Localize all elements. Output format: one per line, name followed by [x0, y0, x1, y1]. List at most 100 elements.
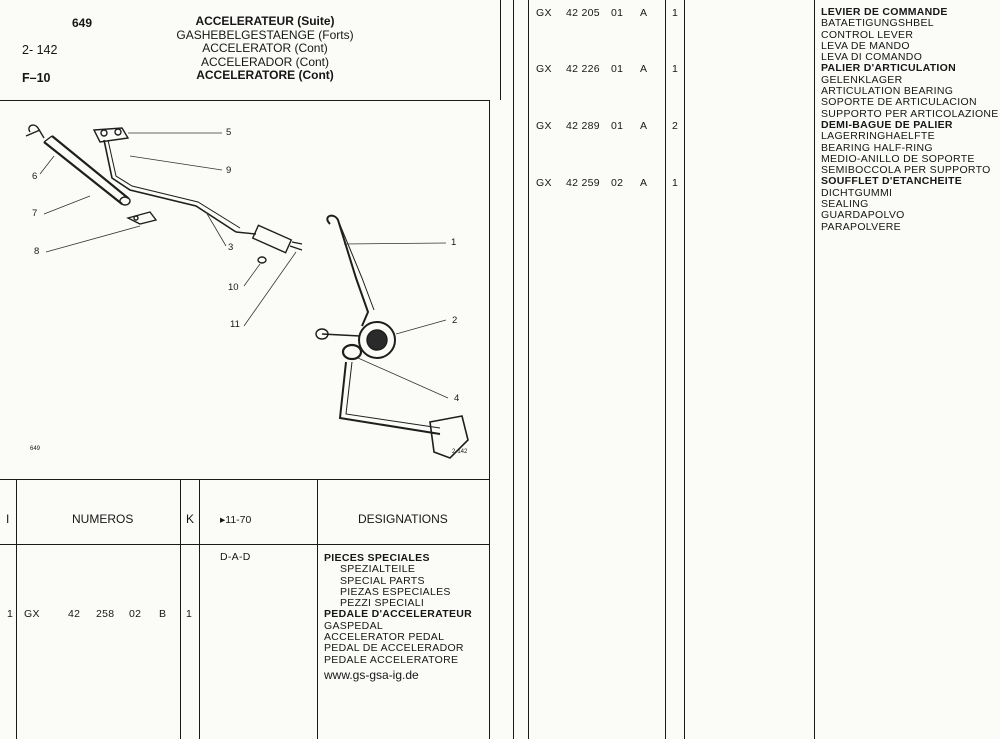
part-3-cylinder	[251, 224, 293, 254]
diagram-ref-left: 649	[30, 446, 41, 452]
part-qty: 1	[672, 63, 679, 75]
part-letter: A	[640, 63, 648, 75]
part-10-pin	[257, 256, 267, 264]
callout-8: 8	[34, 246, 40, 257]
special-parts-es: PIEZAS ESPECIALES	[340, 585, 451, 598]
desig-line: MEDIO-ANILLO DE SOPORTE	[821, 152, 975, 165]
designation-it: PEDALE ACCELERATORE	[324, 653, 459, 666]
special-parts-fr: PIECES SPECIALES	[324, 552, 430, 564]
diagram-ref-right: 2-142	[452, 449, 468, 455]
part-prefix: GX	[536, 7, 552, 19]
row-number-3: 02	[129, 608, 142, 620]
part-prefix: GX	[536, 177, 552, 189]
part-7-tube	[43, 135, 129, 205]
part-1-lever	[326, 214, 370, 327]
part-qty: 2	[672, 120, 679, 132]
col-header-k: K	[186, 512, 195, 526]
part-suffix: 02	[611, 177, 624, 189]
part-letter: A	[640, 177, 648, 189]
part-6-spring-hook	[28, 124, 45, 139]
title-de: GASHEBELGESTAENGE (Forts)	[176, 27, 354, 42]
part-suffix: 01	[611, 63, 624, 75]
part-number: 42 289	[566, 120, 600, 132]
callout-10: 10	[228, 282, 239, 293]
special-parts-it: PEZZI SPECIALI	[340, 597, 425, 610]
desig-line: SEMIBOCCOLA PER SUPPORTO	[821, 164, 991, 177]
special-parts-block: PIECES SPECIALES SPEZIALTEILE SPECIAL PA…	[324, 552, 473, 682]
desig-line: LEVA DI COMANDO	[821, 51, 923, 64]
desig-line: ARTICULATION BEARING	[821, 85, 954, 98]
part-9-rod	[103, 139, 237, 233]
desig-line: PARAPOLVERE	[821, 220, 901, 233]
ref-code-2: F–10	[22, 71, 51, 85]
designation-es: PEDAL DE ACCELERADOR	[324, 642, 464, 655]
designation-de: GASPEDAL	[324, 619, 384, 632]
callout-4: 4	[454, 393, 460, 404]
desig-title-fr: SOUFFLET D'ETANCHEITE	[821, 175, 963, 188]
desig-line: GELENKLAGER	[821, 73, 903, 86]
desig-line: DICHTGUMMI	[821, 186, 893, 199]
desig-line: CONTROL LEVER	[821, 28, 914, 41]
part-8-bracket	[126, 211, 158, 225]
right-designations: LEVIER DE COMMANDE BATAETIGUNGSHBEL CONT…	[821, 6, 999, 233]
callout-7: 7	[32, 208, 38, 219]
part-suffix: 01	[611, 7, 624, 19]
desig-title-fr: PALIER D'ARTICULATION	[821, 62, 956, 75]
callout-6: 6	[32, 171, 38, 182]
title-en: ACCELERATOR (Cont)	[202, 41, 328, 56]
desig-line: LAGERRINGHAELFTE	[821, 130, 935, 143]
row-letter: B	[159, 608, 167, 620]
title-fr: ACCELERATEUR (Suite)	[195, 14, 335, 28]
part-number: 42 226	[566, 63, 600, 75]
col-header-date: ▸11-70	[220, 514, 252, 526]
exploded-parts-diagram	[25, 124, 469, 459]
ref-code-1: 2- 142	[22, 43, 58, 57]
part-letter: A	[640, 120, 648, 132]
pedal-pad	[429, 415, 469, 459]
special-parts-en: SPECIAL PARTS	[340, 574, 425, 587]
part-letter: A	[640, 7, 648, 19]
row-qty: 1	[186, 608, 193, 620]
desig-title-fr: LEVIER DE COMMANDE	[821, 6, 948, 18]
part-5-bracket	[92, 127, 130, 143]
part-2-bearing	[358, 321, 396, 359]
desig-line: BEARING HALF-RING	[821, 141, 933, 154]
desig-line: SOPORTE DE ARTICULACION	[821, 96, 977, 109]
desig-line: SEALING	[821, 198, 869, 211]
desig-line: SUPPORTO PER ARTICOLAZIONE	[821, 107, 999, 120]
table-row: 1 GX 42 258 02 B 1	[0, 608, 200, 623]
part-qty: 1	[672, 7, 679, 19]
page-title-block: ACCELERATEUR (Suite) GASHEBELGESTAENGE (…	[150, 14, 380, 83]
row-index: 1	[7, 608, 14, 620]
part-number: 42 205	[566, 7, 600, 19]
part-qty: 1	[672, 177, 679, 189]
desig-line: GUARDAPOLVO	[821, 209, 905, 222]
col-header-designations: DESIGNATIONS	[358, 512, 448, 526]
page-number: 649	[72, 16, 93, 30]
watermark-url: www.gs-gsa-ig.de	[324, 667, 419, 682]
callout-1: 1	[451, 237, 457, 248]
designation-en: ACCELERATOR PEDAL	[324, 631, 445, 644]
title-es: ACCELERADOR (Cont)	[200, 54, 330, 69]
part-prefix: GX	[536, 120, 552, 132]
variant-code: D-A-D	[220, 551, 251, 563]
callout-11: 11	[230, 319, 240, 330]
row-number-1: 42	[68, 608, 81, 620]
desig-line: BATAETIGUNGSHBEL	[821, 17, 934, 30]
row-prefix: GX	[24, 608, 40, 620]
part-number: 42 259	[566, 177, 600, 189]
callout-2: 2	[452, 315, 458, 326]
desig-title-fr: DEMI-BAGUE DE PALIER	[821, 118, 953, 131]
callout-3: 3	[228, 242, 234, 253]
part-prefix: GX	[536, 63, 552, 75]
special-parts-de: SPEZIALTEILE	[340, 563, 416, 576]
callout-5: 5	[226, 127, 232, 138]
title-it: ACCELERATORE (Cont)	[196, 68, 334, 83]
designation-fr: PEDALE D'ACCELERATEUR	[324, 608, 473, 621]
row-number-2: 258	[96, 608, 115, 620]
desig-line: LEVA DE MANDO	[821, 39, 910, 52]
col-header-i: I	[6, 512, 10, 526]
col-header-numeros: NUMEROS	[72, 512, 134, 526]
callout-9: 9	[226, 165, 232, 176]
part-4-seal	[341, 343, 363, 361]
